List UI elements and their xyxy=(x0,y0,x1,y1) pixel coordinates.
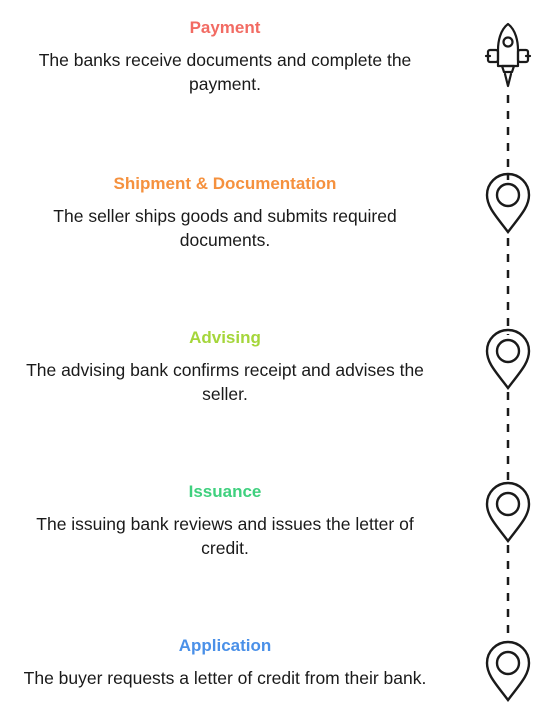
step-description: The seller ships goods and submits requi… xyxy=(53,206,397,250)
location-pin-icon xyxy=(485,172,531,234)
step-title: Advising xyxy=(189,328,261,347)
timeline-step-shipment: Shipment & Documentation The seller ship… xyxy=(0,174,450,252)
location-pin-icon xyxy=(485,640,531,702)
step-description: The buyer requests a letter of credit fr… xyxy=(23,668,427,688)
step-description: The banks receive documents and complete… xyxy=(38,50,412,94)
timeline-step-application: Application The buyer requests a letter … xyxy=(0,636,450,690)
timeline-step-payment: Payment The banks receive documents and … xyxy=(0,18,450,96)
step-title: Application xyxy=(178,636,272,655)
timeline-step-issuance: Issuance The issuing bank reviews and is… xyxy=(0,482,450,560)
timeline-step-advising: Advising The advising bank confirms rece… xyxy=(0,328,450,406)
step-title: Shipment & Documentation xyxy=(113,174,337,193)
step-title: Payment xyxy=(189,18,261,37)
step-title: Issuance xyxy=(188,482,262,501)
step-description: The issuing bank reviews and issues the … xyxy=(36,514,414,558)
rocket-icon xyxy=(484,22,532,88)
step-description: The advising bank confirms receipt and a… xyxy=(26,360,424,404)
location-pin-icon xyxy=(485,328,531,390)
location-pin-icon xyxy=(485,481,531,543)
